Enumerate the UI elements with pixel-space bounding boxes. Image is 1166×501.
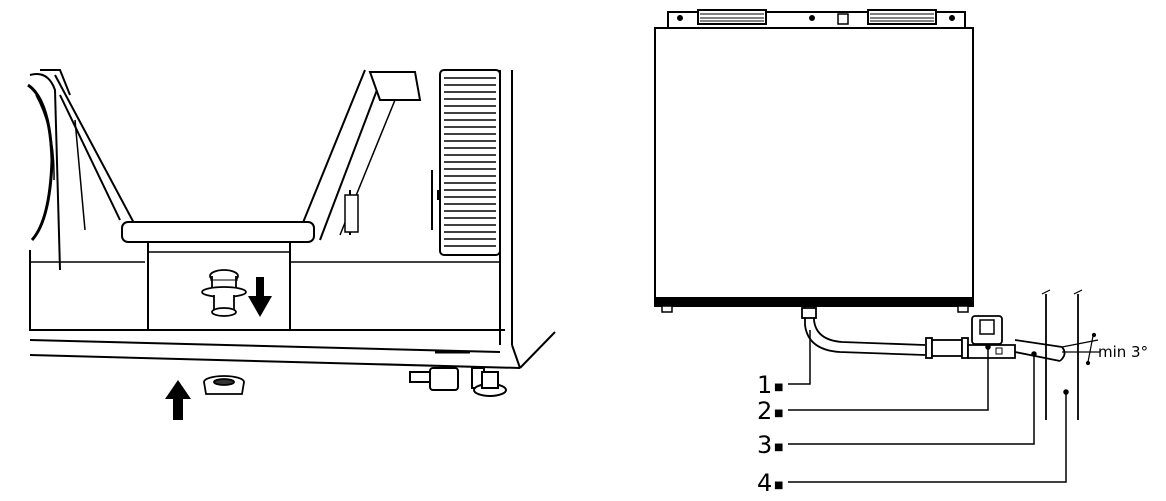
condensate-tray — [121, 221, 315, 330]
callout-3-number: 3 — [757, 431, 772, 459]
callout-4: 4 ■ — [757, 469, 783, 497]
drain-nipple-upper — [201, 269, 247, 317]
callout-4-number: 4 — [757, 469, 772, 497]
callout-1: 1 ■ — [757, 371, 783, 399]
callout-labels: 1 ■ 2 ■ 3 ■ 4 ■ — [757, 371, 783, 497]
right-panel-unit — [654, 9, 1100, 483]
callout-2-marker: ■ — [774, 408, 783, 419]
drain-nut-lower — [203, 375, 245, 395]
top-bracket — [667, 9, 966, 29]
drain-pipe — [801, 306, 1066, 362]
left-fan-housing — [27, 69, 121, 271]
callout-3: 3 ■ — [757, 431, 783, 459]
up-arrow-icon — [165, 380, 191, 420]
callout-leaders — [788, 330, 1069, 483]
callout-2-number: 2 — [757, 397, 772, 425]
left-panel-unit-cutaway — [27, 69, 556, 397]
callout-2: 2 ■ — [757, 397, 783, 425]
cabinet-frame — [29, 70, 556, 369]
down-arrow-icon — [248, 277, 272, 317]
slope-angle-label: min 3° — [1098, 343, 1148, 361]
callout-1-number: 1 — [757, 371, 772, 399]
slope-angle-indicator — [1061, 332, 1100, 366]
callout-4-marker: ■ — [774, 480, 783, 491]
wall-standpipe — [1041, 289, 1083, 420]
callout-3-marker: ■ — [774, 442, 783, 453]
right-fan-wheel — [431, 69, 501, 256]
cabinet-feet — [409, 367, 507, 397]
callout-1-marker: ■ — [774, 382, 783, 393]
heat-exchanger — [54, 69, 422, 241]
unit-body — [654, 27, 974, 305]
